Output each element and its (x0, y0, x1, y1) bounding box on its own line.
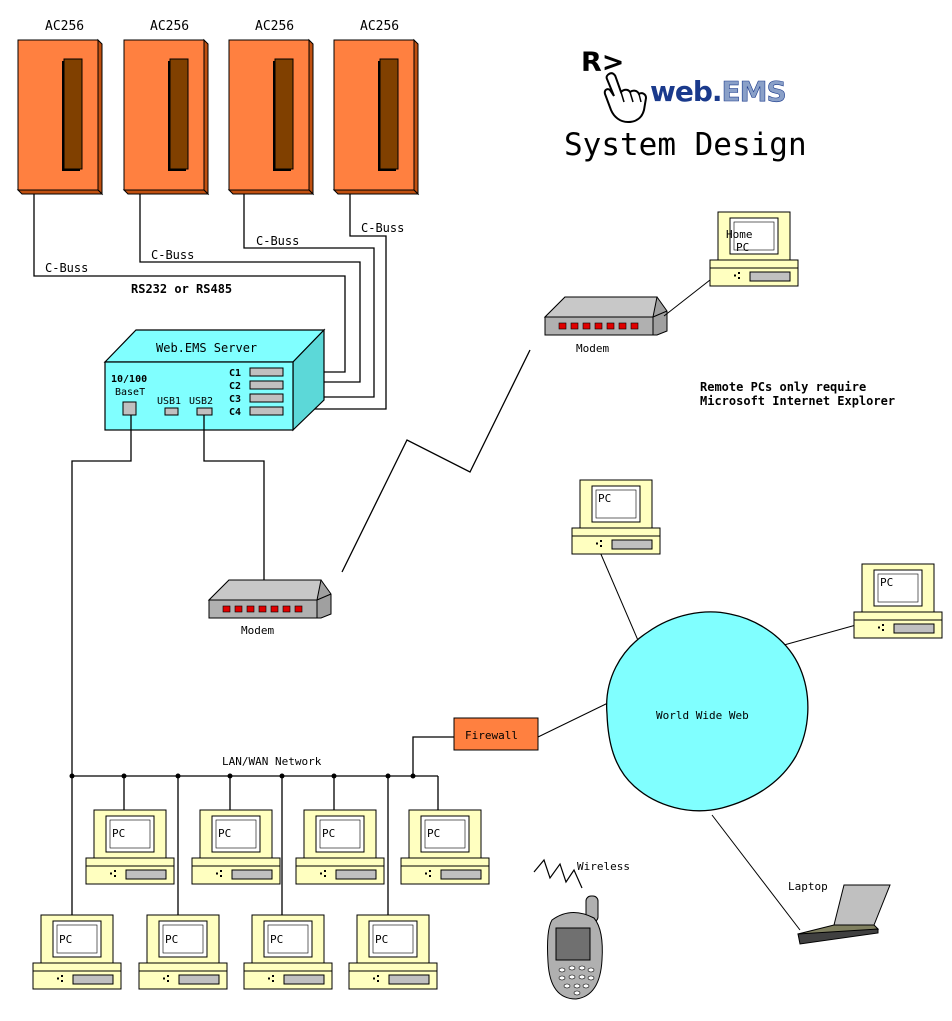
lan-pc-3: PC (295, 809, 385, 885)
pc-label: PC (165, 933, 178, 946)
lan-junctions (69, 773, 416, 779)
port-label-c4: C4 (229, 407, 241, 418)
usb2-port (196, 407, 213, 416)
ac-unit-1: AC256 (17, 19, 103, 195)
pc-label: PC (375, 933, 388, 946)
cell-phone-icon (547, 895, 603, 1000)
ac-unit-label: AC256 (150, 19, 189, 34)
port-label-c1: C1 (229, 368, 241, 379)
hand-pointer-icon (603, 72, 648, 124)
firewall: Firewall (453, 717, 539, 751)
lan-pc-4: PC (400, 809, 490, 885)
laptop-label: Laptop (788, 880, 828, 893)
logo-brand: web.EMS (650, 75, 786, 108)
wireless-signal-icon (533, 858, 583, 889)
port-label-c3: C3 (229, 394, 241, 405)
server-title: Web.EMS Server (156, 341, 257, 355)
logo: R> web.EMS (581, 47, 787, 124)
modem-label: Modem (576, 342, 609, 355)
remote-note-line-2: Microsoft Internet Explorer (700, 394, 895, 408)
usb1-port (164, 407, 179, 416)
wireless-label: Wireless (577, 860, 630, 873)
server-cables (71, 349, 531, 775)
pc-label: PC (880, 576, 893, 589)
usb1-label: USB1 (157, 396, 181, 407)
eth-label-1: 10/100 (111, 374, 147, 385)
modem-remote: Modem (544, 296, 668, 355)
c-buss-label-1: C-Buss (45, 261, 88, 275)
pc-label: PC (598, 492, 611, 505)
pc-internet-right: PC (853, 563, 943, 639)
home-pc-label-1: Home (726, 228, 753, 241)
port-c4 (249, 406, 284, 416)
laptop-icon (797, 884, 891, 945)
modem-label: Modem (241, 624, 274, 637)
ac-unit-label: AC256 (45, 19, 84, 34)
pc-label: PC (112, 827, 125, 840)
ac-unit-2: AC256 (123, 19, 209, 195)
lan-bus (71, 775, 439, 915)
serial-label: RS232 or RS485 (131, 282, 232, 296)
pc-label: PC (218, 827, 231, 840)
internet-connections (537, 551, 857, 931)
home-pc-label-2: PC (736, 241, 749, 254)
lan-pc-1: PC (85, 809, 175, 885)
laptop: Laptop (788, 880, 891, 945)
usb2-label: USB2 (189, 396, 213, 407)
pc-internet-top: PC (571, 479, 661, 555)
page-title: System Design (564, 127, 807, 163)
firewall-label: Firewall (465, 729, 518, 742)
world-wide-web-cloud: World Wide Web (605, 611, 809, 812)
lan-label: LAN/WAN Network (222, 755, 322, 768)
port-c1 (249, 367, 284, 377)
wireless-phone: Wireless (533, 858, 630, 1000)
ac-unit-label: AC256 (360, 19, 399, 34)
eth-label-2: BaseT (115, 387, 145, 398)
remote-note-line-1: Remote PCs only require (700, 380, 866, 394)
web-ems-server: Web.EMS Server 10/100 BaseT USB1 USB2 C1… (103, 328, 326, 432)
port-c2 (249, 380, 284, 390)
ethernet-port (122, 401, 137, 416)
ac-unit-label: AC256 (255, 19, 294, 34)
modem-local: Modem (208, 579, 332, 637)
lan-pc-5: PC (32, 914, 122, 990)
pc-label: PC (427, 827, 440, 840)
ac-unit-3: AC256 (228, 19, 314, 195)
c-buss-label-3: C-Buss (256, 234, 299, 248)
pc-label: PC (322, 827, 335, 840)
pc-label: PC (270, 933, 283, 946)
pc-label: PC (59, 933, 72, 946)
lan-pc-6: PC (138, 914, 228, 990)
lan-pc-7: PC (243, 914, 333, 990)
c-buss-label-4: C-Buss (361, 221, 404, 235)
firewall-link (412, 736, 454, 776)
logo-prompt: R> (581, 47, 624, 78)
port-c3 (249, 393, 284, 403)
port-label-c2: C2 (229, 381, 241, 392)
ac-unit-4: AC256 (333, 19, 419, 195)
lan-pc-2: PC (191, 809, 281, 885)
c-buss-label-2: C-Buss (151, 248, 194, 262)
www-label: World Wide Web (656, 709, 749, 722)
lan-pc-8: PC (348, 914, 438, 990)
home-pc: Home PC (709, 211, 799, 287)
